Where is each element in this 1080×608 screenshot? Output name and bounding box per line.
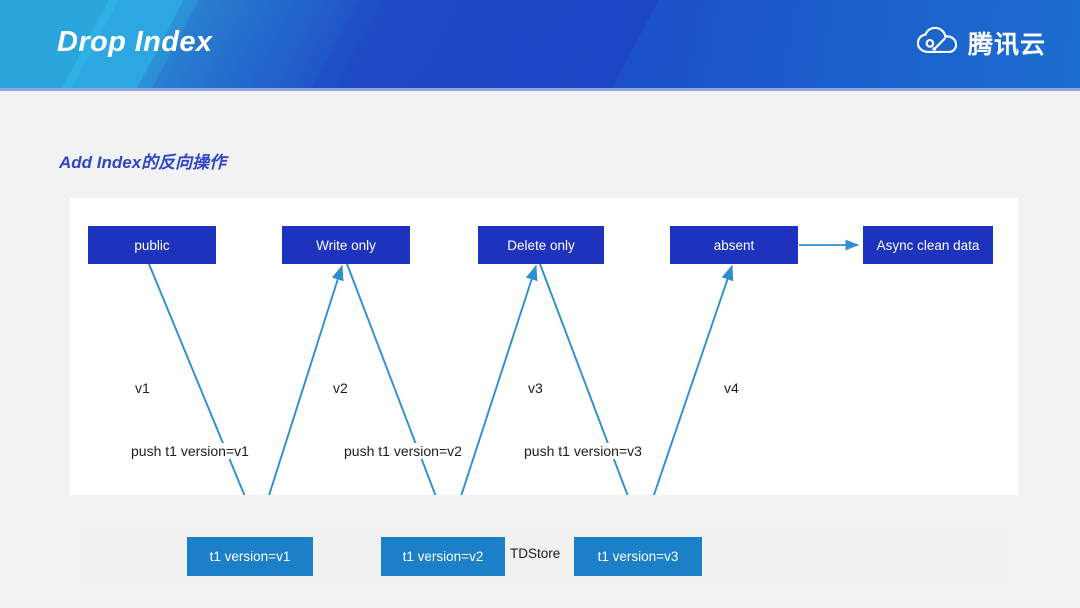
storage-box-v3[interactable]: t1 version=v3 [574,537,702,576]
header-underline [0,88,1080,91]
state-box-public[interactable]: public [88,226,216,264]
state-box-label: Async clean data [876,237,980,253]
page-title: Drop Index [57,26,213,58]
version-label-v1: v1 [133,380,152,396]
state-box-absent[interactable]: absent [670,226,798,264]
state-box-label: Delete only [507,237,575,253]
state-box-label: public [134,237,170,253]
storage-box-label: t1 version=v3 [597,549,679,564]
brand-logo: 腾讯云 [916,25,1046,61]
storage-box-v2[interactable]: t1 version=v2 [381,537,505,576]
tencent-cloud-logo-icon [916,26,958,61]
arrow-v1-to-write-only [268,264,344,495]
push-label-v3: push t1 version=v3 [522,443,644,459]
storage-box-v1[interactable]: t1 version=v1 [187,537,313,576]
push-label-v1: push t1 version=v1 [129,443,251,459]
state-box-async-clean-data[interactable]: Async clean data [863,226,993,264]
state-box-label: Write only [316,237,376,253]
state-box-delete-only[interactable]: Delete only [478,226,604,264]
storage-box-label: t1 version=v2 [402,549,484,564]
version-label-v4: v4 [722,380,741,396]
slide-header: Drop Index 腾讯云 [0,0,1080,88]
brand-name: 腾讯云 [967,31,1046,59]
arrow-v2-to-delete-only [460,264,538,495]
arrow-public-to-v1 [148,263,246,495]
tdstore-label: TDStore [510,546,561,561]
push-label-v2: push t1 version=v2 [342,443,464,459]
diagram-panel: public Write only Delete only absent Asy… [70,198,1018,584]
state-box-write-only[interactable]: Write only [282,226,410,264]
arrow-delete-only-to-v3 [539,263,629,495]
section-subtitle: Add Index的反向操作 [59,153,227,172]
state-box-label: absent [713,237,755,253]
diagram-arrows [148,239,860,495]
version-label-v3: v3 [526,380,545,396]
arrow-write-only-to-v2 [346,263,437,495]
version-label-v2: v2 [331,380,350,396]
slide-body: Add Index的反向操作 [0,91,1080,608]
arrow-v3-to-absent [652,264,734,495]
storage-box-label: t1 version=v1 [209,549,291,564]
